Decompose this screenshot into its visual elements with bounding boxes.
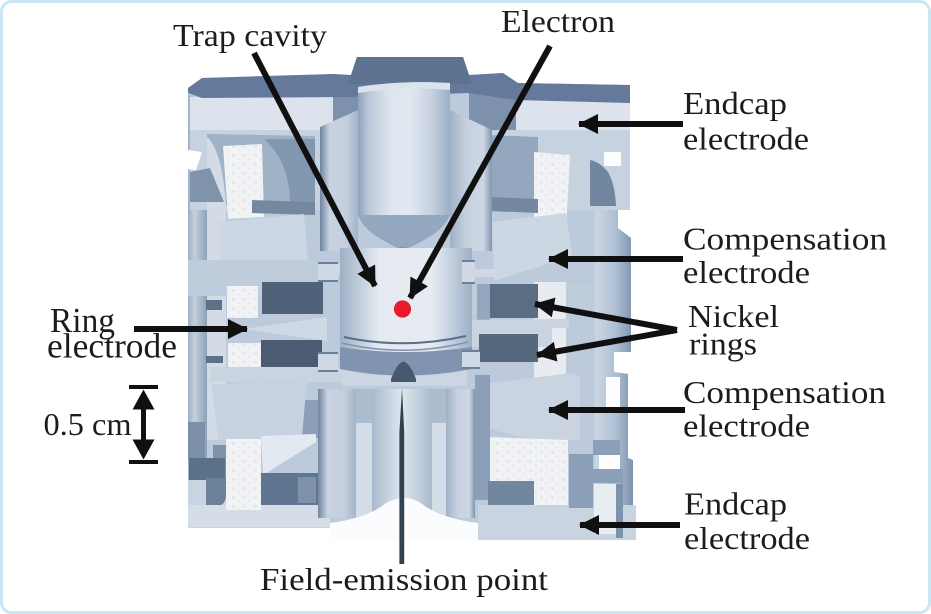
svg-text:electrode: electrode (683, 121, 809, 157)
svg-text:Ring: Ring (50, 301, 115, 340)
svg-text:Field-emission point: Field-emission point (260, 561, 548, 597)
svg-text:Endcap: Endcap (684, 486, 787, 522)
svg-text:electrode: electrode (684, 520, 810, 556)
svg-text:Compensation: Compensation (683, 221, 887, 257)
svg-text:Compensation: Compensation (683, 374, 886, 410)
svg-text:rings: rings (689, 326, 757, 362)
svg-text:electrode: electrode (683, 408, 810, 444)
svg-text:Trap cavity: Trap cavity (173, 17, 327, 53)
svg-text:electrode: electrode (47, 327, 177, 366)
svg-text:Electron: Electron (501, 3, 615, 39)
svg-text:electrode: electrode (683, 254, 810, 290)
svg-text:Endcap: Endcap (683, 85, 787, 121)
svg-text:Nickel: Nickel (688, 298, 779, 334)
svg-text:0.5 cm: 0.5 cm (44, 406, 132, 442)
